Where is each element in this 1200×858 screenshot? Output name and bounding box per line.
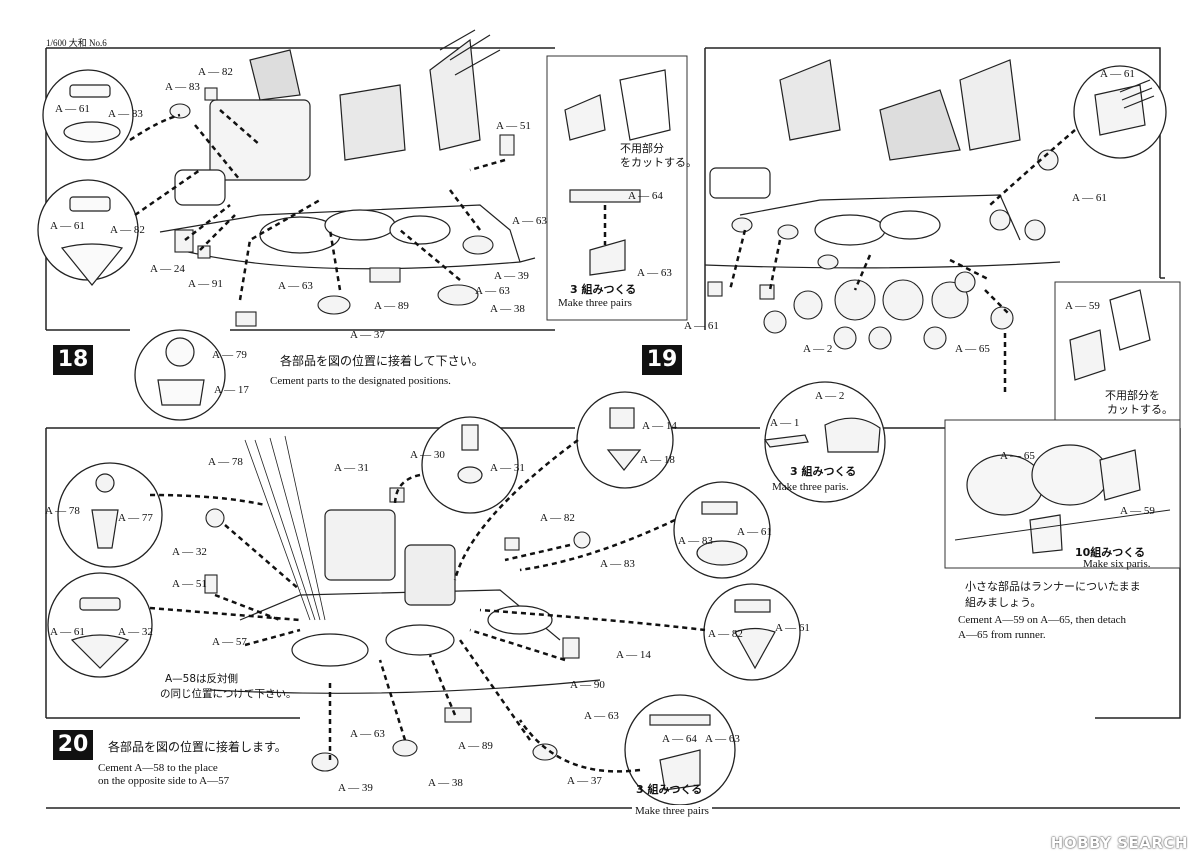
part-label: A — 61 [1072,192,1107,204]
part-label: A — 14 [642,420,677,432]
part-label: A — 61 [1100,68,1135,80]
pairs-en: Make three paris. [772,481,849,493]
part-label: A — 64 [662,733,697,745]
pairs-en: Make three pairs [632,805,712,817]
part-label: A — 82 [708,628,743,640]
watermark: HOBBY SEARCH [1050,834,1188,852]
part-label: A — 37 [567,775,602,787]
part-label: A — 91 [188,278,223,290]
step-18-number: 18 [53,345,93,375]
pairs-jp: 3 組みつくる [790,465,857,478]
step-20-note-en: Cement A—58 to the place [98,762,218,774]
pairs-en: Make three pairs [558,297,632,309]
part-label: A — 79 [212,349,247,361]
part-label: A — 63 [278,280,313,292]
part-label: A — 63 [512,215,547,227]
part-label: A — 38 [428,777,463,789]
part-label: A — 37 [350,329,385,341]
part-label: A — 39 [338,782,373,794]
part-label: A — 61 [50,220,85,232]
part-label: A — 17 [214,384,249,396]
part-label: A — 30 [410,449,445,461]
step-18-instruction-en: Cement parts to the designated positions… [270,375,451,387]
page-reference: 1/600 大和 No.6 [46,38,107,48]
part-label: A — 82 [110,224,145,236]
part-label: A — 83 [108,108,143,120]
part-label: A — 83 [678,535,713,547]
part-label: A — 38 [490,303,525,315]
part-label: A — 14 [616,649,651,661]
runner-note-jp: 小さな部品はランナーについたまま [965,580,1141,593]
step-20-instruction-jp: 各部品を図の位置に接着します。 [108,740,287,754]
inset-note-jp: 不用部分 [620,142,664,155]
part-label: A — 78 [208,456,243,468]
part-label: A — 77 [118,512,153,524]
part-label: A — 63 [705,733,740,745]
part-label: A — 61 [684,320,719,332]
part-label: A — 61 [737,526,772,538]
part-label: A — 2 [815,390,845,402]
runner-note-jp: 組みましょう。 [965,596,1042,609]
part-label: A — 63 [350,728,385,740]
part-label: A — 90 [570,679,605,691]
part-label: A — 63 [637,267,672,279]
part-label: A — 32 [118,626,153,638]
part-label: A — 31 [334,462,369,474]
part-label: A — 51 [496,120,531,132]
part-label: A — 63 [475,285,510,297]
part-label: A — 57 [212,636,247,648]
part-label: A — 63 [584,710,619,722]
step-20-note-en: on the opposite side to A—57 [98,775,230,787]
part-label: A — 89 [458,740,493,752]
part-label: A — 83 [165,81,200,93]
pairs-en: Make six paris. [1083,558,1151,570]
part-label: A — 65 [1000,450,1035,462]
step-20-note-jp: の同じ位置につけて下さい。 [160,688,297,700]
part-label: A — 59 [1120,505,1155,517]
part-label: A — 83 [600,558,635,570]
pairs-jp: 10組みつくる [1075,546,1146,559]
runner-note-en: Cement A—59 on A—65, then detach [958,614,1127,626]
part-label: A — 18 [640,454,675,466]
part-label: A — 39 [494,270,529,282]
pairs-jp: 3 組みつくる [570,283,637,296]
part-label: A — 89 [374,300,409,312]
part-label: A — 82 [540,512,575,524]
step-20-note-jp: A—58は反対側 [165,673,239,685]
part-label: A — 65 [955,343,990,355]
part-label: A — 32 [172,546,207,558]
part-label: A — 61 [50,626,85,638]
part-label: A — 61 [775,622,810,634]
part-label: A — 1 [770,417,800,429]
part-label: A — 61 [55,103,90,115]
part-label: A — 78 [45,505,80,517]
pairs-jp: 3 組みつくる [636,783,703,796]
step-19-number: 19 [642,345,682,375]
part-label: A — 64 [628,190,663,202]
part-label: A — 59 [1065,300,1100,312]
part-label: A — 31 [490,462,525,474]
runner-note-en: A—65 from runner. [958,629,1046,641]
step-18-instruction-jp: 各部品を図の位置に接着して下さい。 [280,354,484,368]
part-label: A — 82 [198,66,233,78]
part-label: A — 51 [172,578,207,590]
inset-note-jp: カットする。 [1107,403,1173,416]
step-20-number: 20 [53,730,93,760]
inset-note-jp: 不用部分を [1105,389,1160,402]
part-label: A — 24 [150,263,185,275]
inset-note-jp: をカットする。 [620,156,697,169]
part-label: A — 2 [803,343,833,355]
